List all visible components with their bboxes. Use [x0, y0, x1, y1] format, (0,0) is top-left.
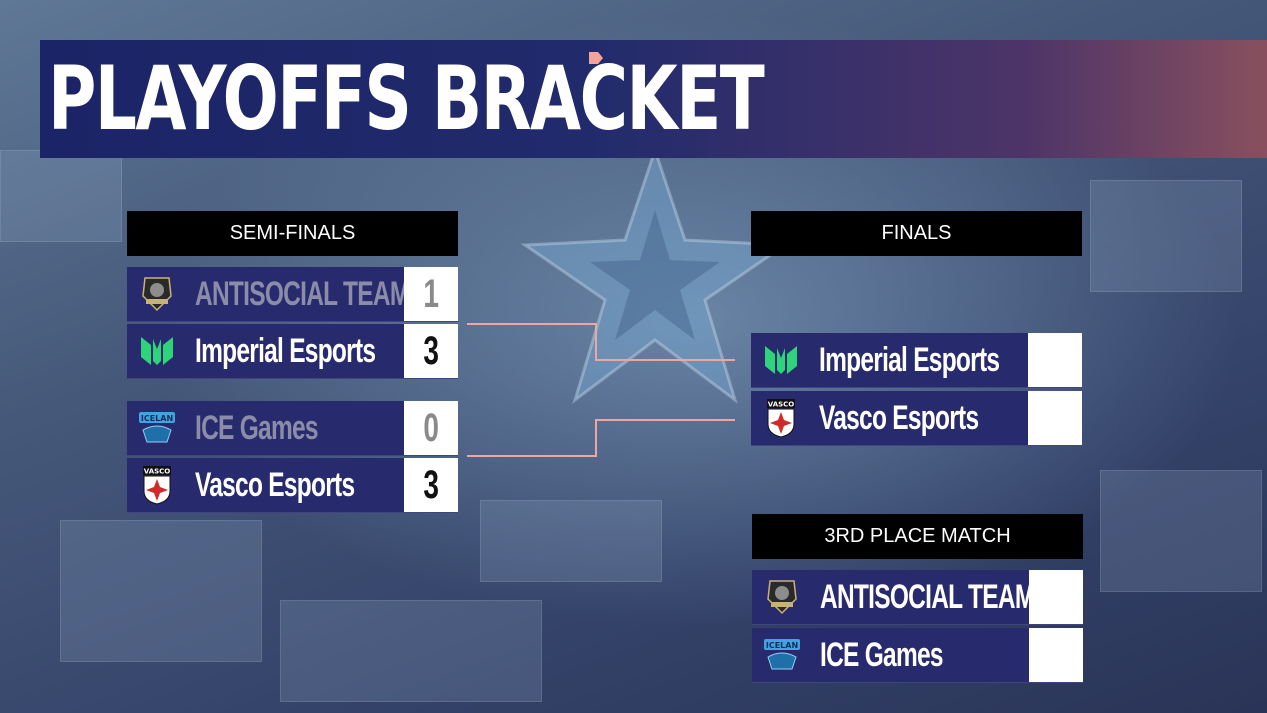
- semifinal-1-team-1-row[interactable]: ANTISOCIAL TEAM 1: [127, 267, 458, 322]
- imperial-esports-logo-icon: [141, 337, 173, 365]
- finals-team-1-row[interactable]: Imperial Esports: [751, 333, 1082, 388]
- score-box: [1028, 391, 1082, 445]
- vasco-esports-logo-icon: VASCO: [143, 466, 171, 505]
- score-box: [1029, 570, 1083, 624]
- page-title: PLAYOFFS BRACKET: [48, 47, 765, 150]
- score-box: 3: [404, 458, 458, 512]
- background-star-icon: [520, 150, 790, 404]
- third-place-header: 3RD PLACE MATCH: [752, 514, 1083, 559]
- ice-games-logo-icon: ICELAN: [764, 639, 800, 670]
- ice-games-logo-icon: ICELAN: [139, 412, 175, 443]
- semifinals-header: SEMI-FINALS: [127, 211, 458, 256]
- antisocial-team-logo-icon: [142, 277, 172, 312]
- svg-text:VASCO: VASCO: [768, 401, 795, 409]
- team-name: ANTISOCIAL TEAM: [820, 578, 1035, 616]
- team-name: Vasco Esports: [819, 399, 979, 437]
- score-box: [1029, 628, 1083, 682]
- team-name: Imperial Esports: [195, 332, 376, 370]
- imperial-esports-logo-icon: [765, 346, 797, 374]
- semifinal-2-team-1-row[interactable]: ICELAN ICE Games 0: [127, 401, 458, 456]
- third-place-team-1-row[interactable]: ANTISOCIAL TEAM: [752, 570, 1083, 625]
- team-name: ICE Games: [820, 636, 944, 674]
- score-box: [1028, 333, 1082, 387]
- team-name: Vasco Esports: [195, 466, 355, 504]
- semifinal-1-team-2-row[interactable]: Imperial Esports 3: [127, 324, 458, 379]
- semifinal-2-team-2-row[interactable]: VASCO Vasco Esports 3: [127, 458, 458, 513]
- score-box: 0: [404, 401, 458, 455]
- svg-text:VASCO: VASCO: [144, 468, 171, 476]
- team-name: ANTISOCIAL TEAM: [195, 275, 410, 313]
- svg-text:ICELAN: ICELAN: [766, 641, 798, 650]
- finals-header: FINALS: [751, 211, 1082, 256]
- finals-team-2-row[interactable]: VASCO Vasco Esports: [751, 391, 1082, 446]
- team-name: Imperial Esports: [819, 341, 1000, 379]
- team-name: ICE Games: [195, 409, 319, 447]
- third-place-team-2-row[interactable]: ICELAN ICE Games: [752, 628, 1083, 683]
- score-box: 3: [404, 324, 458, 378]
- title-accent-icon: [589, 52, 603, 64]
- title-bar: [40, 40, 1267, 158]
- antisocial-team-logo-icon: [767, 580, 797, 615]
- vasco-esports-logo-icon: VASCO: [767, 399, 795, 438]
- score-box: 1: [404, 267, 458, 321]
- svg-text:ICELAN: ICELAN: [141, 414, 173, 423]
